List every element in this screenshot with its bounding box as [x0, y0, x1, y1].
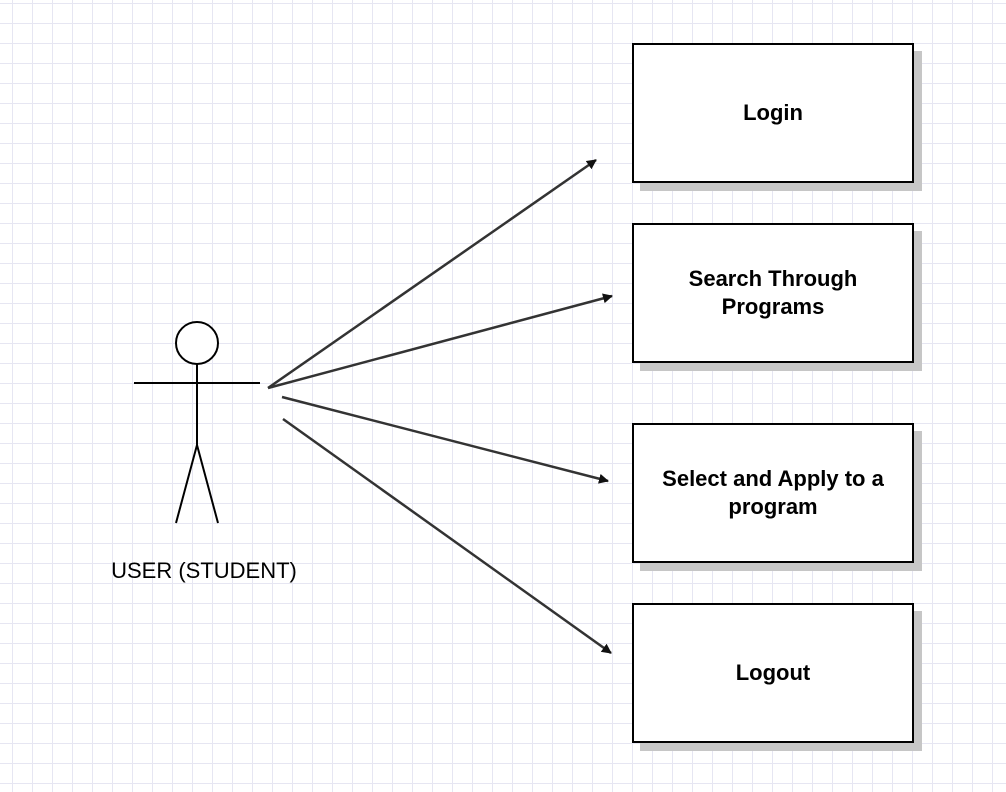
use-case-search-programs[interactable]: Search Through Programs	[632, 223, 914, 363]
actor-figure[interactable]	[134, 321, 260, 524]
use-case-label: Logout	[735, 660, 811, 685]
arrow-to-search[interactable]	[267, 293, 613, 390]
actor-head	[175, 321, 219, 365]
arrow-to-select[interactable]	[281, 395, 609, 484]
arrow-to-login[interactable]	[267, 158, 597, 390]
actor-label: USER (STUDENT)	[111, 558, 297, 583]
actor-left-leg	[175, 444, 198, 524]
use-case-label: Search Through Programs	[688, 266, 858, 319]
use-case-label: Select and Apply to a program	[662, 466, 884, 519]
actor-right-leg	[196, 444, 219, 524]
use-case-label: Login	[743, 100, 803, 125]
arrow-to-logout[interactable]	[282, 417, 612, 655]
use-case-logout[interactable]: Logout	[632, 603, 914, 743]
use-case-select-apply[interactable]: Select and Apply to a program	[632, 423, 914, 563]
use-case-login[interactable]: Login	[632, 43, 914, 183]
